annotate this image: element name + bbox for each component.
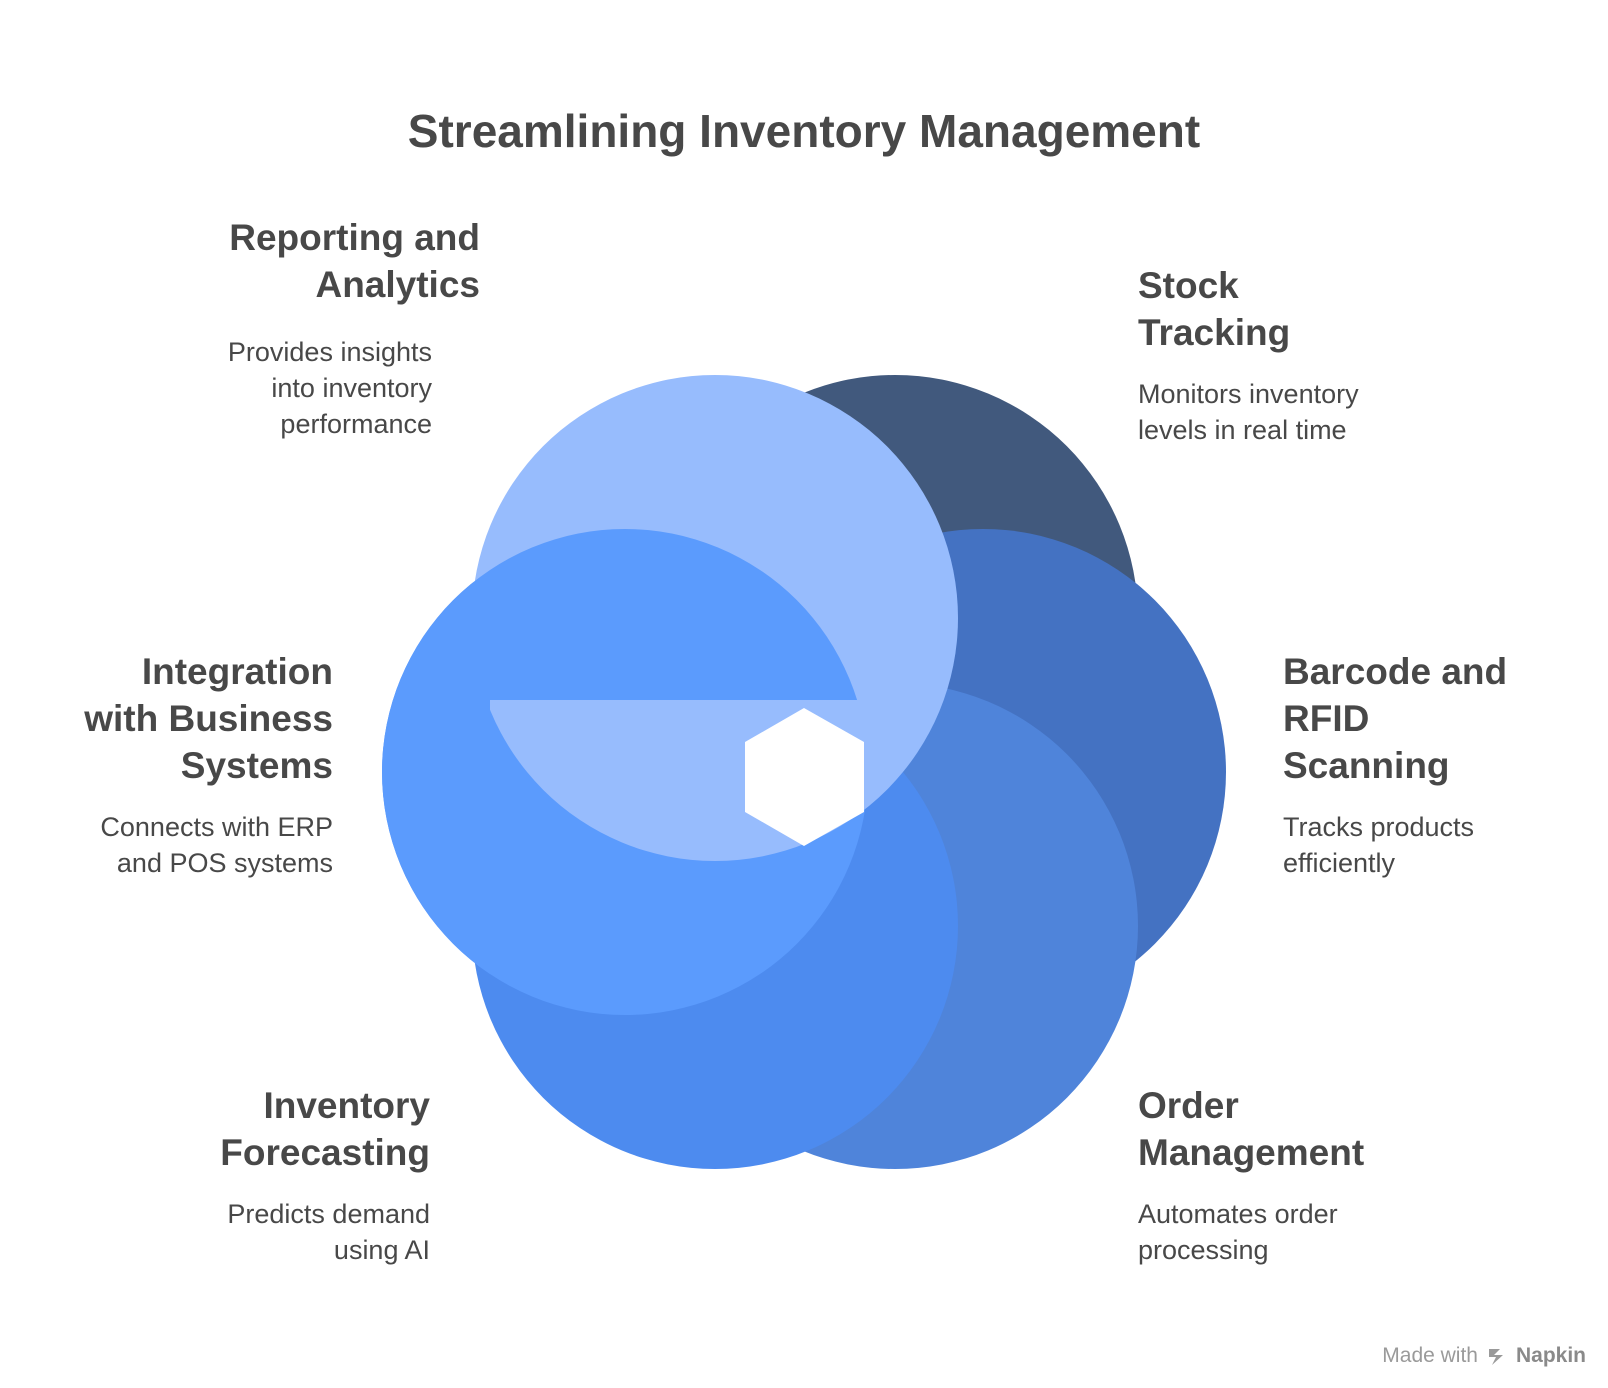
label-order-management: Order Management Automates order process… (1138, 1082, 1478, 1268)
reporting-description: Provides insights into inventory perform… (227, 337, 432, 439)
center-hexagon (745, 708, 864, 846)
barcode-heading: Barcode and RFID Scanning (1283, 651, 1508, 786)
forecasting-heading: Inventory Forecasting (220, 1085, 430, 1173)
made-with-text: Made with (1382, 1344, 1478, 1367)
integration-description: Connects with ERP and POS systems (100, 812, 333, 878)
reporting-heading: Reporting and Analytics (229, 217, 480, 305)
label-integration-business-systems: Integration with Business Systems Connec… (20, 648, 333, 881)
label-stock-tracking: Stock Tracking Monitors inventory levels… (1138, 262, 1478, 448)
label-reporting-analytics: Reporting and Analytics Provides insight… (120, 214, 480, 442)
order-description: Automates order processing (1138, 1199, 1338, 1265)
footer-watermark: Made with Napkin (1382, 1344, 1586, 1368)
barcode-description: Tracks products efficiently (1283, 812, 1475, 878)
napkin-brand: Napkin (1515, 1344, 1586, 1367)
page-title: Streamlining Inventory Management (407, 105, 1201, 157)
label-inventory-forecasting: Inventory Forecasting Predicts demand us… (90, 1082, 430, 1268)
stock-heading: Stock Tracking (1138, 265, 1291, 353)
stock-description: Monitors inventory levels in real time (1138, 379, 1359, 445)
napkin-logo-icon (1488, 1349, 1503, 1365)
order-heading: Order Management (1138, 1085, 1365, 1173)
integration-heading: Integration with Business Systems (84, 651, 333, 786)
label-barcode-rfid-scanning: Barcode and RFID Scanning Tracks product… (1283, 648, 1583, 881)
forecasting-description: Predicts demand using AI (227, 1199, 430, 1265)
